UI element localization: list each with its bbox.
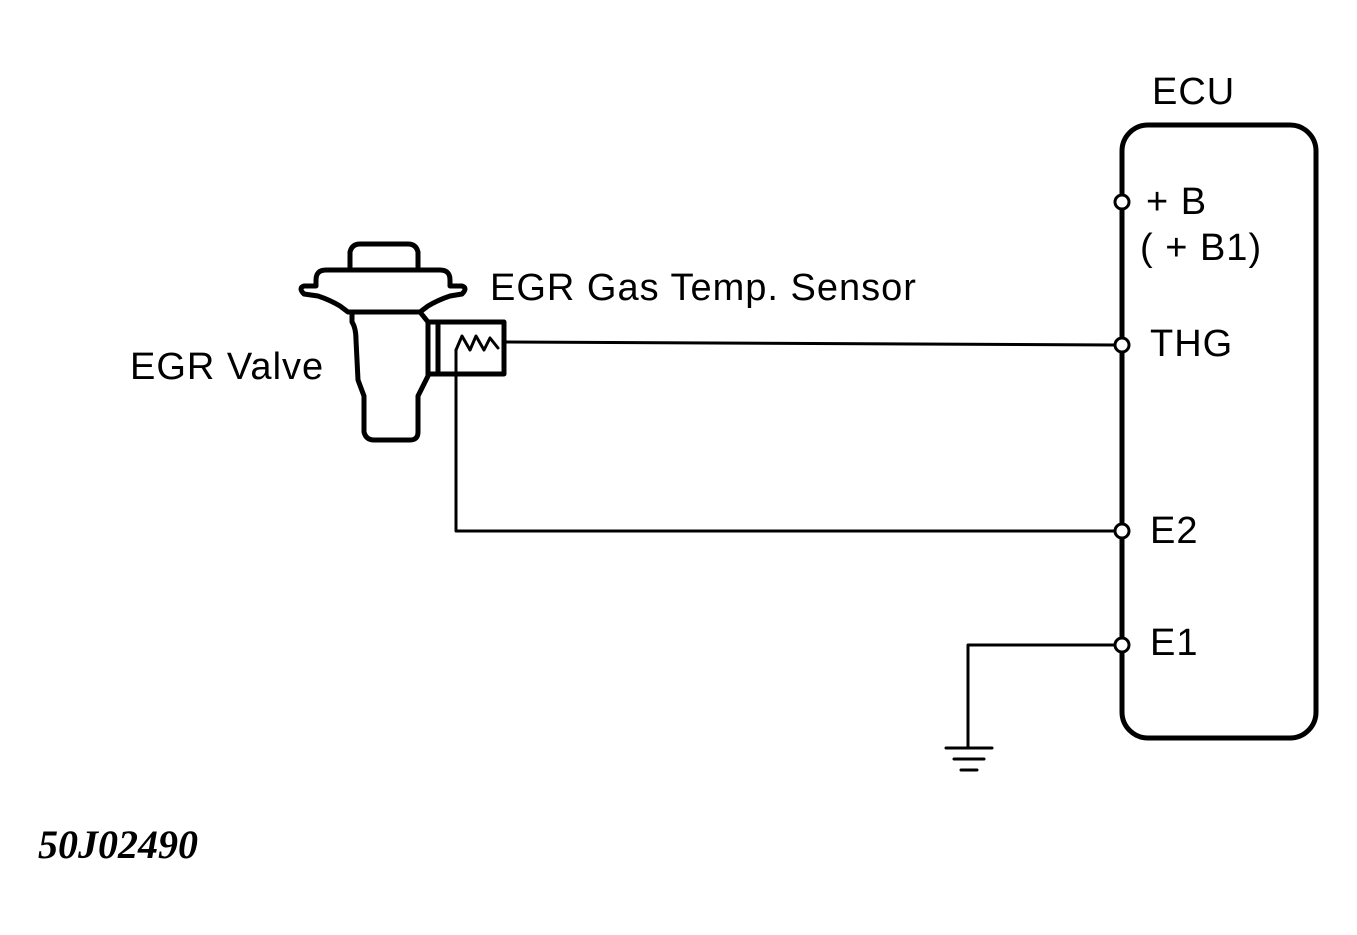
ground-icon bbox=[944, 746, 994, 772]
terminal-e2 bbox=[1113, 522, 1131, 540]
terminal-b bbox=[1113, 193, 1131, 211]
egr-sensor-drawing bbox=[425, 319, 507, 377]
pin-label-b: + B bbox=[1146, 181, 1207, 223]
ecu-title: ECU bbox=[1152, 71, 1235, 113]
egr-valve-drawing bbox=[298, 241, 468, 443]
figure-code: 50J02490 bbox=[38, 822, 198, 867]
ecu-box bbox=[1119, 122, 1319, 741]
wire-e2 bbox=[454, 348, 1117, 533]
pin-label-e1: E1 bbox=[1150, 622, 1198, 664]
wire-e1 bbox=[966, 643, 1117, 750]
terminal-thg bbox=[1113, 336, 1131, 354]
pin-label-e2: E2 bbox=[1150, 510, 1198, 552]
egr-sensor-label: EGR Gas Temp. Sensor bbox=[490, 267, 917, 309]
terminal-e1 bbox=[1113, 636, 1131, 654]
pin-label-b1: ( + B1) bbox=[1140, 227, 1262, 269]
egr-valve-label: EGR Valve bbox=[130, 346, 324, 388]
wire-thg bbox=[502, 340, 1117, 347]
pin-label-thg: THG bbox=[1150, 323, 1233, 365]
